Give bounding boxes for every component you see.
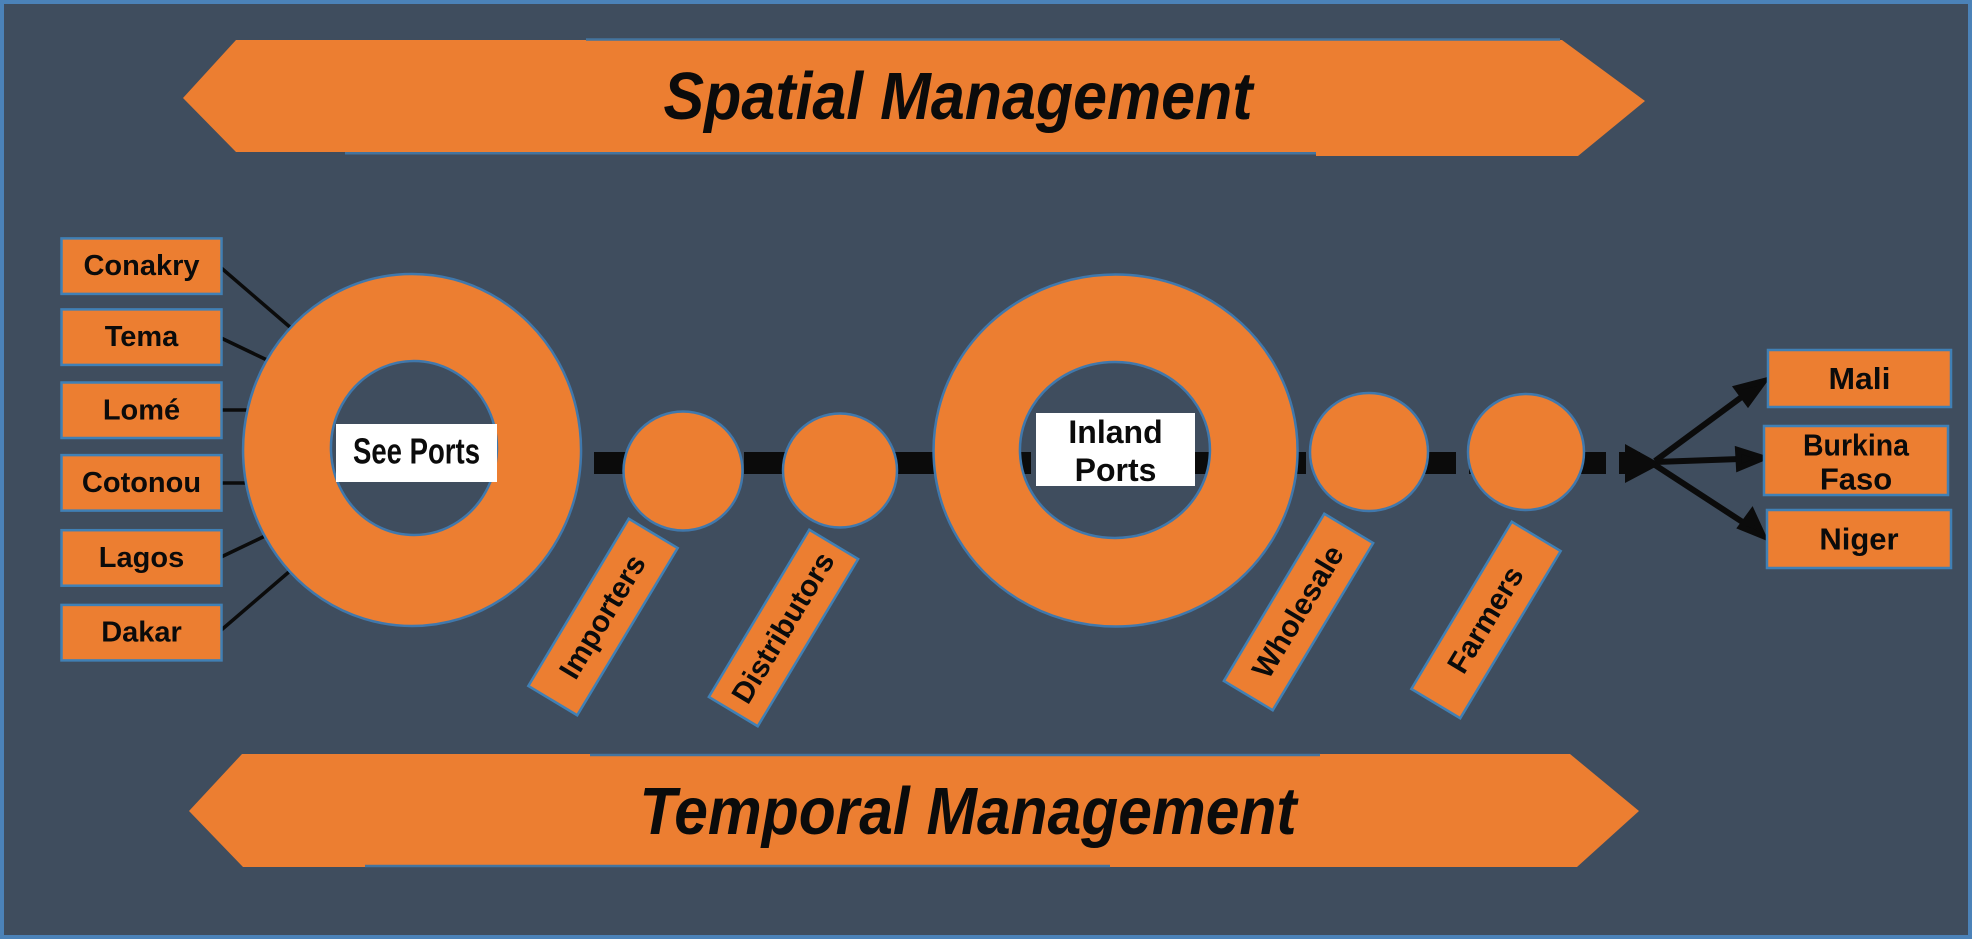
svg-text:Inland: Inland bbox=[1068, 414, 1162, 450]
svg-text:Lomé: Lomé bbox=[103, 394, 180, 426]
svg-text:Faso: Faso bbox=[1820, 462, 1892, 497]
svg-text:Lagos: Lagos bbox=[99, 542, 184, 574]
svg-text:Temporal Management: Temporal Management bbox=[640, 774, 1299, 849]
svg-text:Niger: Niger bbox=[1819, 522, 1898, 557]
svg-text:Spatial Management: Spatial Management bbox=[664, 59, 1255, 134]
svg-text:Cotonou: Cotonou bbox=[82, 467, 201, 499]
svg-text:Burkina: Burkina bbox=[1803, 428, 1910, 463]
svg-text:Dakar: Dakar bbox=[101, 617, 182, 649]
svg-text:Conakry: Conakry bbox=[83, 250, 199, 282]
svg-text:Ports: Ports bbox=[1075, 452, 1157, 488]
svg-text:Tema: Tema bbox=[105, 321, 179, 353]
svg-text:See Ports: See Ports bbox=[353, 431, 480, 472]
svg-text:Mali: Mali bbox=[1829, 361, 1891, 396]
